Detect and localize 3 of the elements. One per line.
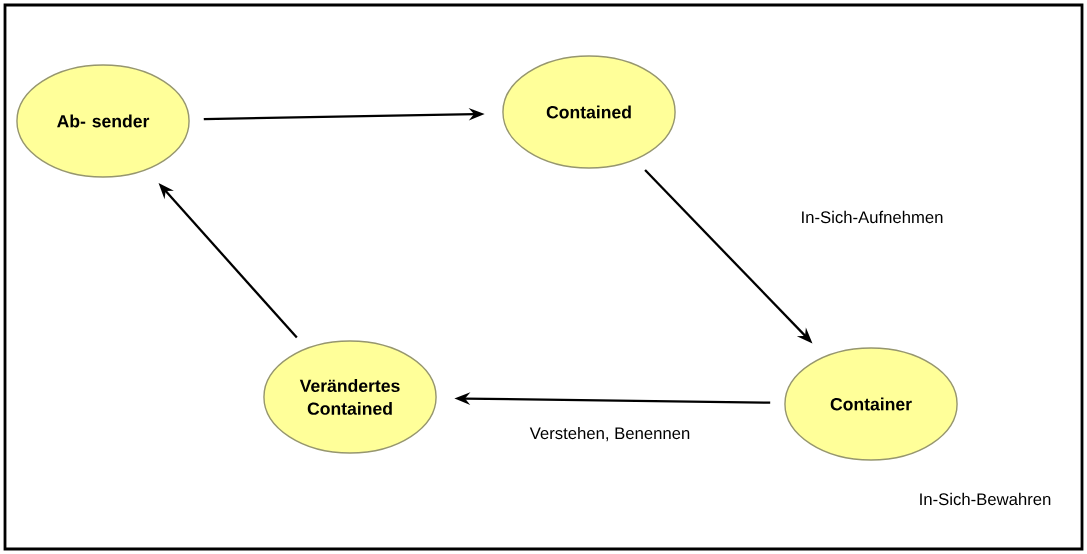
edge-label: In-Sich-Aufnehmen [798, 209, 946, 225]
edge-label: Verstehen, Benennen [527, 425, 693, 443]
caption-text: In-Sich-Bewahren [920, 492, 1051, 506]
